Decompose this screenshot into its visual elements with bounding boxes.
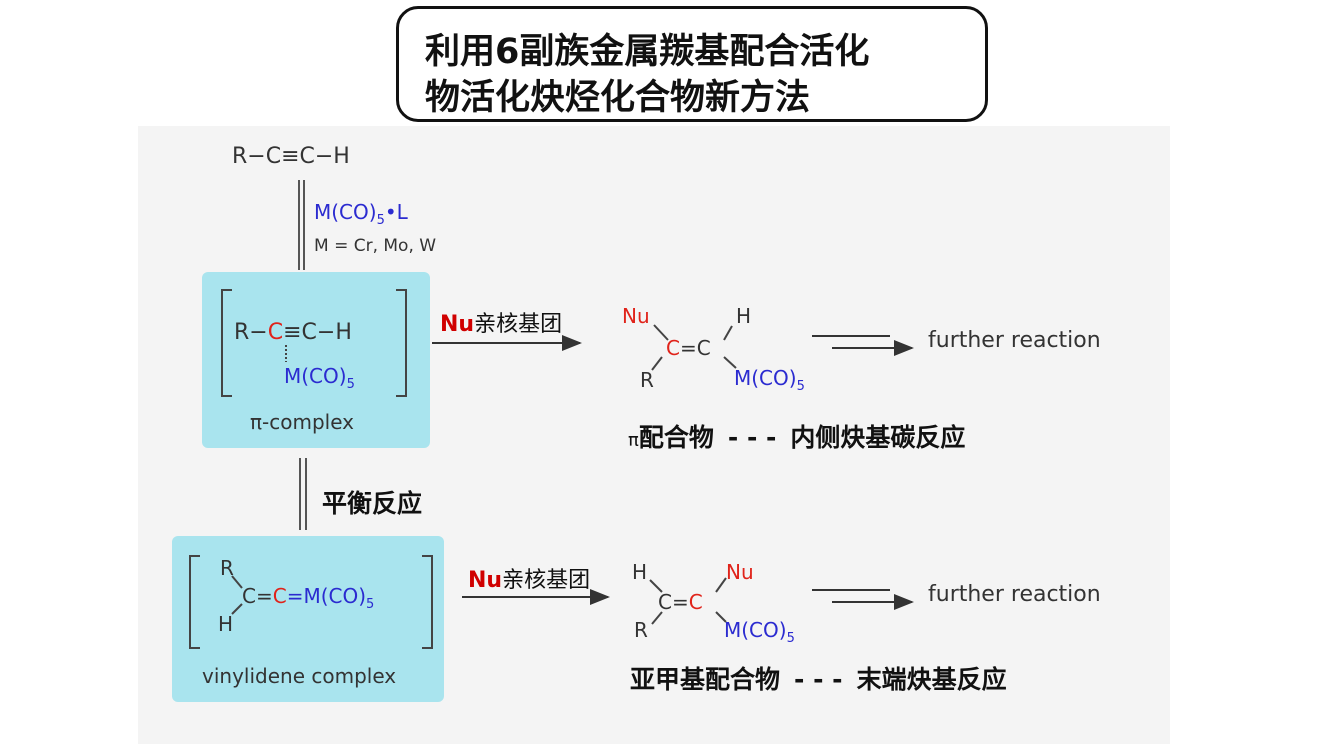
equilibrium-label: 平衡反应 bbox=[322, 489, 423, 518]
p1-nu: Nu bbox=[622, 304, 650, 328]
p1-caption: π配合物 - - - 内侧炔基碳反应 bbox=[628, 418, 965, 454]
p2-caption-main: 亚甲基配合物 bbox=[630, 665, 781, 694]
nu-text-1: Nu bbox=[440, 312, 475, 337]
nu-desc-2: 亲核基团 bbox=[502, 568, 591, 593]
p2-bond-m bbox=[715, 611, 727, 623]
vinyl-eq: = bbox=[255, 584, 273, 608]
reagent-ligand: •L bbox=[384, 200, 408, 224]
p2-bond-r bbox=[651, 611, 663, 625]
reagent-metals: M = Cr, Mo, W bbox=[314, 236, 437, 256]
p1-bond-h bbox=[723, 325, 733, 341]
p2-metal-text: M(CO) bbox=[724, 618, 787, 642]
title-line-1: 利用6副族金属羰基配合活化 bbox=[425, 32, 870, 72]
vinyl-c1: C bbox=[242, 584, 256, 608]
pi-metal-text: M(CO) bbox=[284, 364, 347, 388]
title-line-2: 物活化炔烃化合物新方法 bbox=[425, 78, 811, 118]
vinyl-metal-sub: 5 bbox=[366, 597, 375, 612]
p2-caption-reaction: 末端炔基反应 bbox=[856, 665, 1007, 694]
alkyne-formula: R−C≡C−H bbox=[232, 144, 350, 169]
nu-desc-1: 亲核基团 bbox=[474, 312, 563, 337]
nu-text-2: Nu bbox=[468, 568, 503, 593]
vinyl-bond-h bbox=[231, 603, 243, 615]
p2-metal: M(CO)5 bbox=[724, 618, 795, 646]
pi-complex-formula: R−C≡C−H bbox=[234, 320, 352, 345]
vinylidene-complex-box bbox=[172, 536, 444, 702]
pi-right: ≡C−H bbox=[283, 320, 352, 345]
p1-bond-m bbox=[723, 356, 737, 369]
vinyl-c2-red: C bbox=[272, 584, 287, 608]
pi-complex-metal: M(CO)5 bbox=[284, 364, 355, 392]
p1-eq: = bbox=[679, 336, 697, 360]
p1-metal-sub: 5 bbox=[796, 379, 805, 394]
p2-further: further reaction bbox=[928, 582, 1101, 607]
vinyl-metal: =M(CO) bbox=[286, 584, 367, 608]
vinylidene-bracket-right bbox=[422, 555, 433, 649]
p2-c1: C bbox=[658, 590, 672, 614]
p2-h: H bbox=[632, 560, 648, 584]
reagent-subscript: 5 bbox=[376, 213, 385, 228]
vinylidene-label: vinylidene complex bbox=[202, 664, 397, 688]
reagent-complex-text: M(CO) bbox=[314, 200, 377, 224]
nu-label-1: Nu亲核基团 bbox=[440, 306, 562, 338]
p2-caption-dash: - - - bbox=[794, 665, 843, 694]
p2-bond-h bbox=[649, 579, 663, 593]
p1-metal-text: M(CO) bbox=[734, 366, 797, 390]
p2-eq: = bbox=[671, 590, 689, 614]
p1-caption-dash: - - - bbox=[727, 423, 777, 452]
p2-caption: 亚甲基配合物 - - - 末端炔基反应 bbox=[630, 660, 1007, 696]
vinyl-h: H bbox=[218, 612, 234, 636]
p1-h: H bbox=[736, 304, 752, 328]
pi-complex-label: π-complex bbox=[250, 410, 355, 434]
p1-caption-main: 配合物 bbox=[638, 423, 714, 452]
pi-left: R− bbox=[234, 320, 268, 345]
p1-chain: C=C bbox=[666, 336, 711, 360]
p2-nu: Nu bbox=[726, 560, 754, 584]
title-box: 利用6副族金属羰基配合活化 物活化炔烃化合物新方法 bbox=[396, 6, 988, 122]
p1-c1-red: C bbox=[666, 336, 680, 360]
pi-carbon-red: C bbox=[267, 320, 284, 345]
pi-complex-box bbox=[202, 272, 430, 448]
p1-metal: M(CO)5 bbox=[734, 366, 805, 394]
p2-bond-nu bbox=[715, 577, 727, 593]
vinylidene-bracket-left bbox=[189, 555, 200, 649]
vinyl-r: R bbox=[220, 556, 234, 580]
p1-caption-reaction: 内侧炔基碳反应 bbox=[790, 423, 966, 452]
p1-caption-pi: π bbox=[628, 430, 639, 451]
p2-r: R bbox=[634, 618, 648, 642]
p2-c2-red: C bbox=[688, 590, 703, 614]
pi-bracket-left bbox=[221, 289, 232, 397]
p2-chain: C=C bbox=[658, 590, 703, 614]
p2-metal-sub: 5 bbox=[786, 631, 795, 646]
vinyl-bond-r bbox=[231, 575, 243, 589]
p1-further: further reaction bbox=[928, 328, 1101, 353]
p1-bond-nu bbox=[653, 324, 669, 341]
vinyl-chain: C=C=M(CO)5 bbox=[242, 584, 374, 612]
pi-bracket-right bbox=[396, 289, 407, 397]
p1-c2: C bbox=[696, 336, 711, 360]
p1-bond-r bbox=[651, 356, 663, 371]
nu-label-2: Nu亲核基团 bbox=[468, 562, 590, 594]
p1-r: R bbox=[640, 368, 654, 392]
reagent-complex: M(CO)5•L bbox=[314, 200, 408, 228]
pi-metal-sub: 5 bbox=[346, 377, 355, 392]
